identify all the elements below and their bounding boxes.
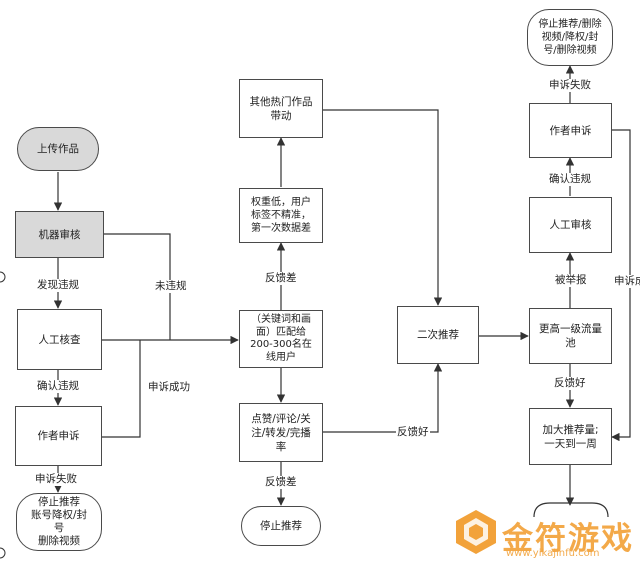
node-engagement: 点赞/评论/关 注/转发/完播 率 [239,403,323,462]
cut-off-node [533,502,609,518]
node-stop-left: 停止推荐 账号降权/封 号 删除视频 [16,493,102,551]
label-appeal-fail-right: 申诉失败 [548,79,592,92]
node-second-rec: 二次推荐 [397,306,479,364]
label-feedback-good-right: 反馈好 [553,377,587,390]
label-appeal-success: 申诉成功 [147,381,191,394]
node-stop-mid: 停止推荐 [241,506,321,546]
node-higher-pool: 更高一级流量 池 [529,308,612,364]
edge-other-to-second [323,109,443,306]
node-author-appeal-right: 作者申诉 [529,103,612,158]
label-violation-confirmed-right: 确认违规 [548,173,592,186]
label-violation-confirmed: 确认违规 [36,380,80,393]
edge-engagement-to-second [323,363,443,433]
edge-appeal-success [102,340,141,438]
label-reported: 被举报 [554,274,588,287]
label-no-violation: 未违规 [154,280,188,293]
node-stop-right: 停止推荐/删除 视频/降权/封 号/删除视频 [527,9,613,66]
node-boost: 加大推荐量; 一天到一周 [529,408,612,465]
label-feedback-bad-down: 反馈差 [264,476,298,489]
node-author-appeal-left: 作者申诉 [15,406,102,466]
node-low-weight: 权重低，用户 标签不精准， 第一次数据差 [239,188,323,243]
watermark-text: 金符游戏 [502,521,634,557]
watermark-logo [456,510,496,554]
label-feedback-bad-up: 反馈差 [264,272,298,285]
edge-machine-no-violation [104,233,171,340]
node-machine-review: 机器审核 [15,211,104,258]
node-manual-check: 人工核查 [17,309,102,370]
label-violation-found: 发现违规 [36,279,80,292]
node-upload: 上传作品 [17,127,99,171]
label-appeal-success-right: 申诉成 [613,275,640,288]
watermark-url: www.yikajinfu.com [506,548,600,559]
label-feedback-good-mid: 反馈好 [396,426,430,439]
node-manual-review-right: 人工审核 [529,197,612,253]
node-other-hot: 其他热门作品 带动 [239,79,323,138]
label-appeal-fail-left: 申诉失败 [34,473,78,486]
node-match: （关键词和画 面）匹配给 200-300名在 线用户 [239,310,323,368]
